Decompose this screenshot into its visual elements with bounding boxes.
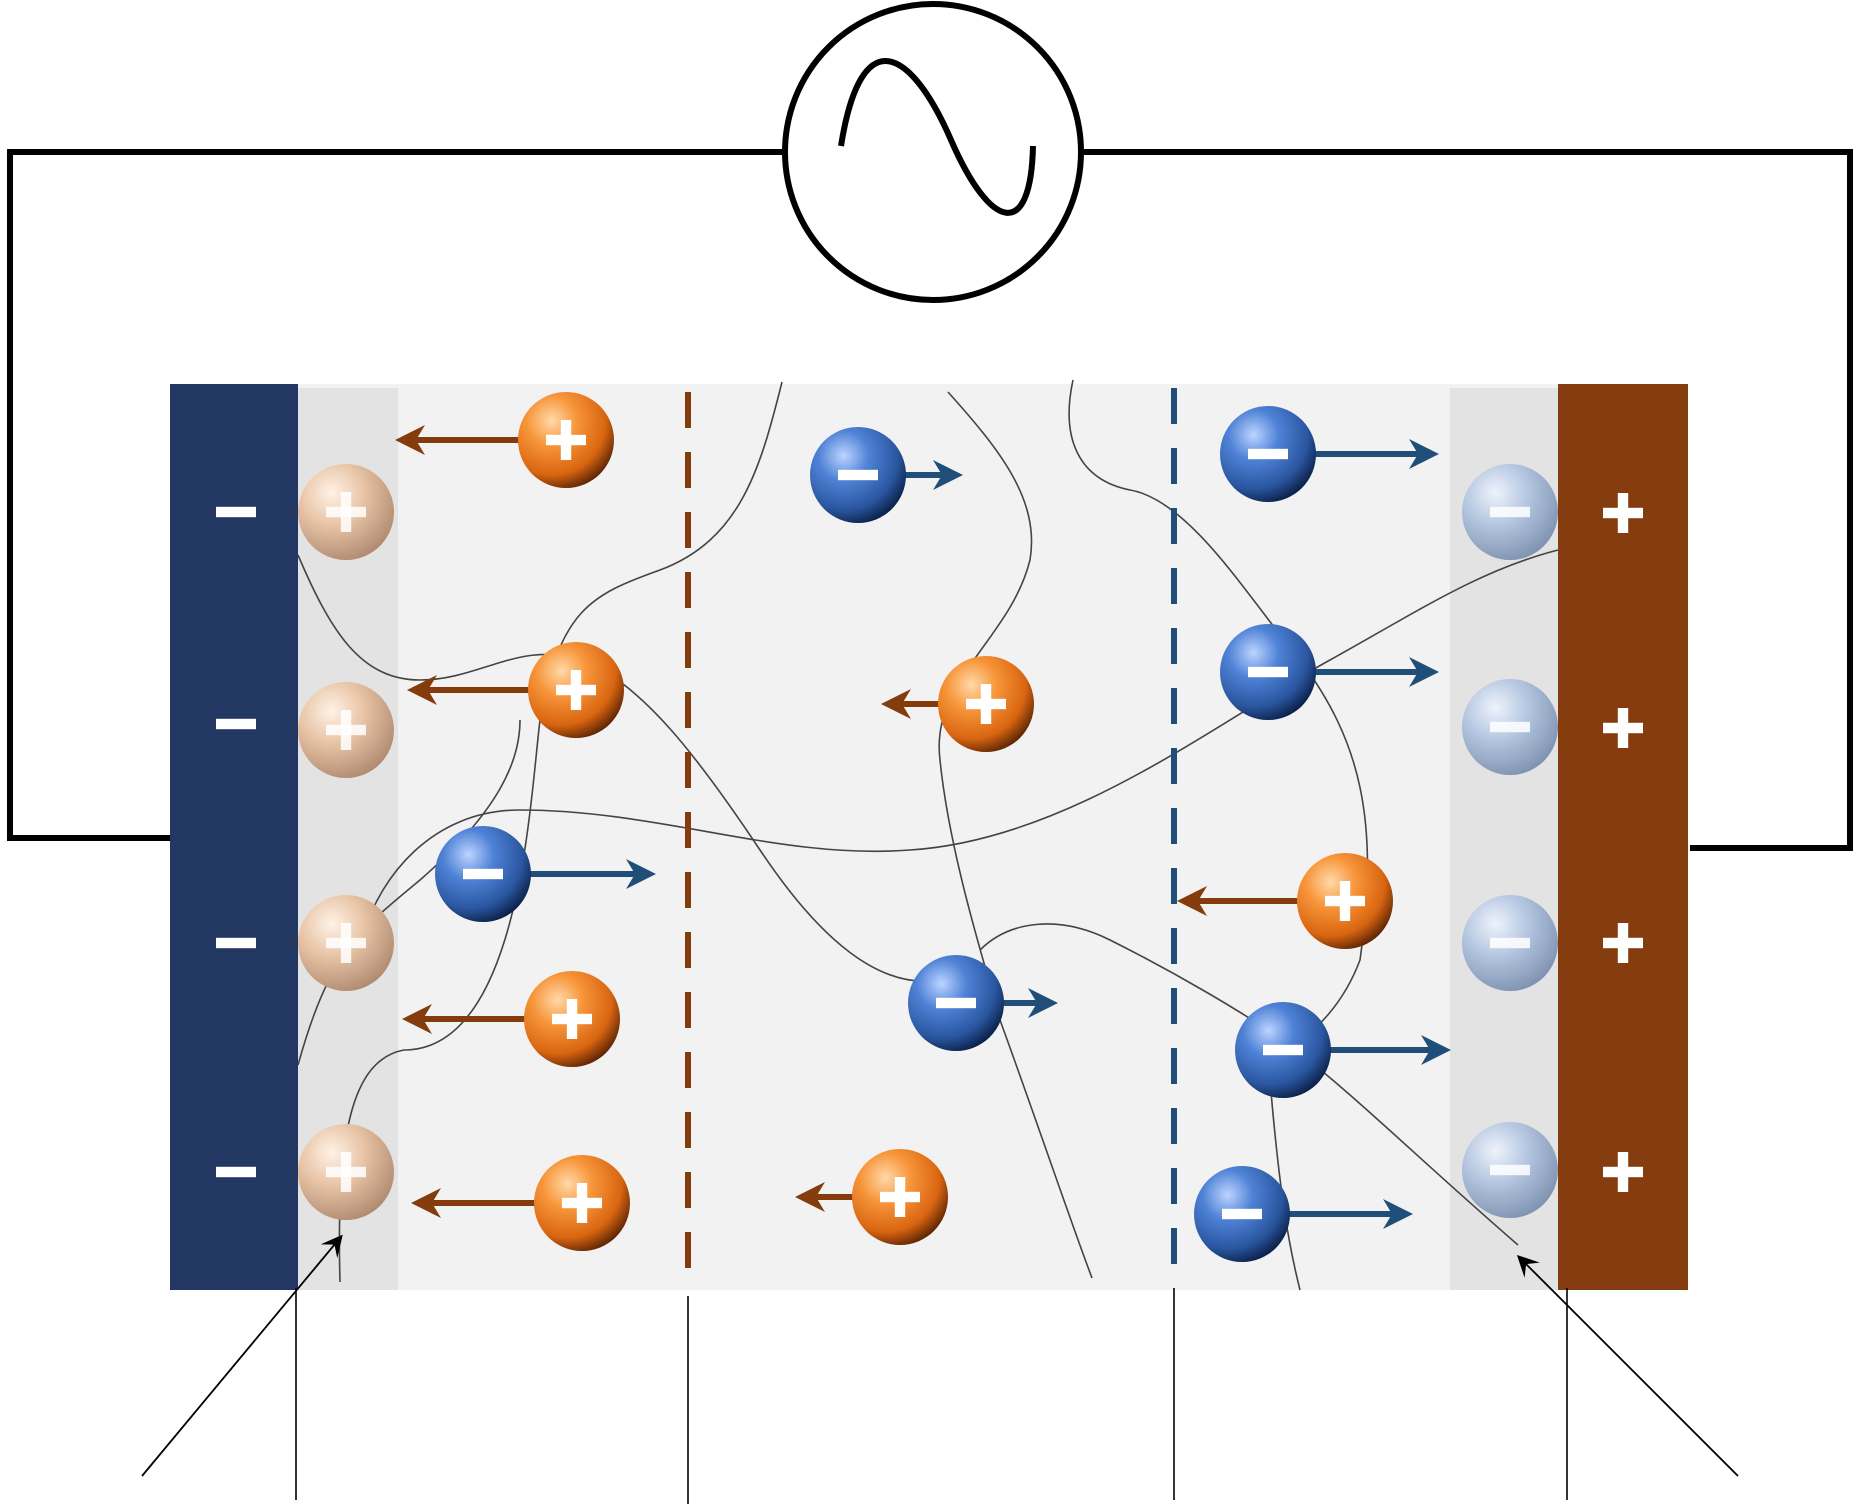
anion: [908, 955, 1058, 1051]
minus-sign: [216, 937, 256, 949]
anion: [810, 427, 963, 523]
left-layer-pointer: [141, 1234, 343, 1477]
anion: [435, 826, 656, 922]
anion: [1220, 406, 1439, 502]
minus-sign: [1490, 1164, 1530, 1176]
adsorbed-anion: [1462, 895, 1558, 991]
minus-sign: [216, 1166, 256, 1178]
cation: [795, 1149, 948, 1245]
adsorbed-cation: [298, 895, 394, 991]
ac-source-icon: [782, 1, 1084, 303]
adsorbed-anion: [1462, 679, 1558, 775]
adsorbed-cation: [298, 682, 394, 778]
minus-sign: [1248, 448, 1288, 460]
adsorbed-anion: [1462, 1122, 1558, 1218]
minus-sign: [838, 469, 878, 481]
minus-sign: [1248, 666, 1288, 678]
adsorbed-anion: [1462, 464, 1558, 560]
minus-sign: [1222, 1208, 1262, 1220]
cation: [395, 392, 614, 488]
callout-lines: [295, 1288, 1568, 1504]
minus-sign: [936, 997, 976, 1009]
anion: [1235, 1002, 1451, 1098]
cation: [407, 642, 624, 738]
cation: [881, 656, 1034, 752]
anion: [1220, 624, 1439, 720]
minus-sign: [1490, 721, 1530, 733]
minus-sign: [216, 718, 256, 730]
minus-sign: [1490, 506, 1530, 518]
cation: [411, 1155, 630, 1251]
cation: [402, 971, 620, 1067]
adsorbed-cation: [298, 1124, 394, 1220]
right-electrode: [1558, 384, 1688, 1290]
circuit-wire: [7, 149, 1853, 851]
adsorbed-cation: [298, 464, 394, 560]
left-electrode: [170, 384, 298, 1290]
pointer-arrows: [141, 1234, 1739, 1477]
minus-sign: [1490, 937, 1530, 949]
minus-sign: [216, 506, 256, 518]
right-layer-pointer: [1516, 1254, 1739, 1477]
minus-sign: [1263, 1044, 1303, 1056]
anion: [1194, 1166, 1413, 1262]
minus-sign: [463, 868, 503, 880]
cation: [1177, 853, 1393, 949]
